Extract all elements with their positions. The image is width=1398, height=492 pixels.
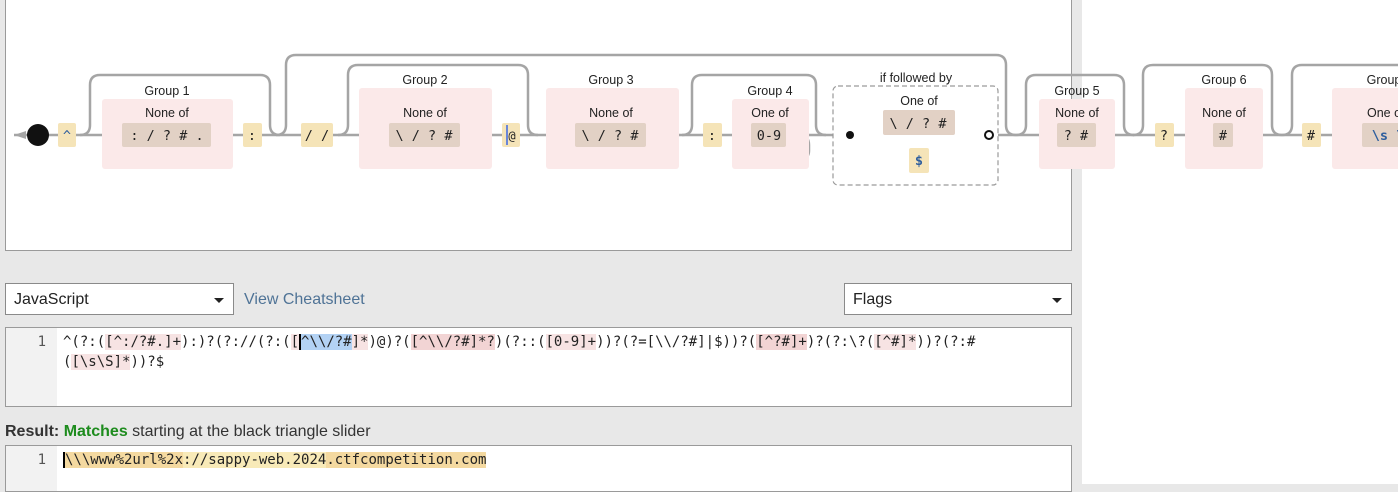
match-part-2: ://sappy-web.2024 bbox=[183, 452, 327, 468]
regex-selection: ^\\/?# bbox=[299, 334, 352, 350]
group-4-chars: 0-9 bbox=[757, 128, 781, 144]
bypass-fragment bbox=[1281, 63, 1398, 137]
test-line-1: \\\www%2url%2x://sappy-web.2024.ctfcompe… bbox=[63, 452, 487, 468]
group-4-label: Group 4 bbox=[747, 84, 792, 98]
group-2-kind: None of bbox=[403, 106, 447, 120]
chevron-down-icon bbox=[214, 298, 224, 303]
regex-line-number: 1 bbox=[37, 334, 46, 350]
lookahead-chars: \ / ? # bbox=[890, 116, 948, 132]
regex-line-2: ([\s\S]*))?$ bbox=[63, 354, 165, 370]
group-3-label: Group 3 bbox=[588, 73, 633, 87]
group-1-chars: : / ? # . bbox=[130, 128, 203, 144]
railroad-svg: Group 1 Group 2 Group 3 Group 4 Group 5 … bbox=[14, 53, 1398, 186]
view-cheatsheet-link[interactable]: View Cheatsheet bbox=[244, 291, 365, 308]
right-empty-area bbox=[1082, 0, 1398, 484]
bypass-authority bbox=[275, 53, 1017, 137]
result-suffix: starting at the black triangle slider bbox=[132, 423, 371, 440]
chevron-down-icon bbox=[1052, 298, 1062, 303]
group-5-kind: None of bbox=[1055, 106, 1099, 120]
group-1-kind: None of bbox=[145, 106, 189, 120]
test-gutter: 1 bbox=[6, 446, 57, 491]
flags-select[interactable]: Flags bbox=[844, 283, 1072, 315]
lookahead-box bbox=[832, 85, 999, 186]
lookahead-label: if followed by bbox=[880, 71, 953, 85]
test-line-number: 1 bbox=[37, 452, 46, 468]
match-part-3: .ctfcompetition.com bbox=[326, 452, 487, 468]
result-line: Result: Matches starting at the black tr… bbox=[5, 423, 371, 441]
group-5-chars: ? # bbox=[1064, 128, 1089, 144]
at-cursor bbox=[506, 125, 508, 145]
at-literal: @ bbox=[508, 129, 515, 143]
group-5-label: Group 5 bbox=[1054, 84, 1099, 98]
bypass-query bbox=[1132, 63, 1283, 137]
match-part-1: \\\www%2url%2x bbox=[63, 452, 184, 468]
start-anchor-literal: ^ bbox=[63, 128, 71, 144]
group-6-chars: # bbox=[1219, 128, 1228, 144]
hash-literal: # bbox=[1307, 128, 1316, 144]
regex-gutter: 1 bbox=[6, 328, 57, 406]
railroad-diagram: Group 1 Group 2 Group 3 Group 4 Group 5 … bbox=[5, 0, 1398, 251]
lookahead-end: $ bbox=[915, 153, 923, 169]
port-colon-literal: : bbox=[708, 128, 716, 144]
group-3-chars: \ / ? # bbox=[582, 128, 640, 144]
result-status: Matches bbox=[63, 423, 128, 440]
start-node bbox=[27, 124, 49, 146]
slashes-literal: / / bbox=[305, 128, 329, 144]
group-7-kind: One o bbox=[1367, 106, 1398, 120]
question-literal: ? bbox=[1160, 128, 1168, 144]
group-1-label: Group 1 bbox=[144, 84, 189, 98]
lookahead-kind: One of bbox=[900, 94, 938, 108]
bypass-port bbox=[681, 73, 827, 137]
result-prefix: Result: bbox=[5, 423, 60, 440]
group-7-chars: \s \ bbox=[1372, 128, 1398, 144]
bypass-path bbox=[1015, 73, 1135, 137]
group-6-kind: None of bbox=[1202, 106, 1246, 120]
regex-editor[interactable]: 1 ^(?:([^:/?#.]+):)?(?://(?:([^\\/?#]*)@… bbox=[5, 327, 1072, 407]
group-2-label: Group 2 bbox=[402, 73, 447, 87]
regex-line-1: ^(?:([^:/?#.]+):)?(?://(?:([^\\/?#]*)@)?… bbox=[63, 334, 976, 350]
flavor-select-value: JavaScript bbox=[14, 291, 89, 308]
group-4-kind: One of bbox=[751, 106, 789, 120]
bypass-userinfo bbox=[337, 63, 539, 137]
group-2-chars: \ / ? # bbox=[396, 128, 454, 144]
group-3-kind: None of bbox=[589, 106, 633, 120]
group-6-label: Group 6 bbox=[1201, 73, 1246, 87]
colon-literal: : bbox=[248, 128, 256, 144]
test-string-editor[interactable]: 1 \\\www%2url%2x://sappy-web.2024.ctfcom… bbox=[5, 445, 1072, 492]
flavor-select[interactable]: JavaScript bbox=[5, 283, 234, 315]
group-7-label: Group bbox=[1367, 73, 1398, 87]
flags-select-value: Flags bbox=[853, 291, 893, 308]
bypass-1 bbox=[79, 73, 281, 137]
